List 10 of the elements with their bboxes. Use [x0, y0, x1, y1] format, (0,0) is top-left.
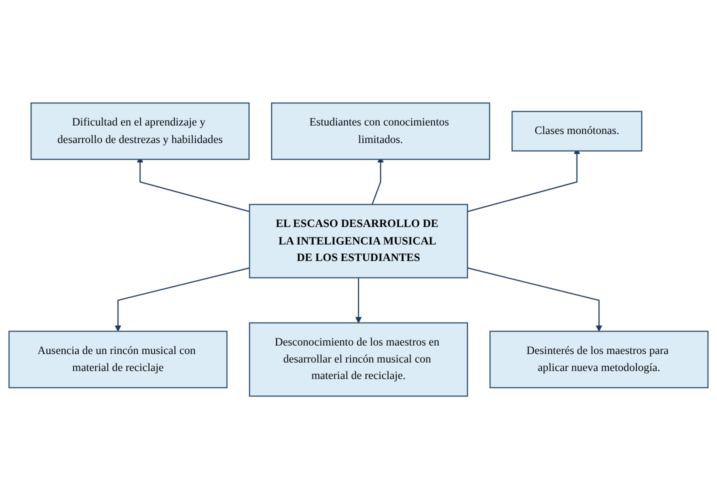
node-box: Desinterés de los maestros para aplicar nueva metodología.	[489, 331, 709, 389]
arrow	[114, 268, 250, 332]
node-box: Desconocimiento de los maestros en desarrollar el rincón musical con material de reciclaje.	[248, 322, 468, 398]
node-box: Estudiantes con conocimientos limitados.	[271, 102, 490, 160]
arrow	[355, 278, 362, 324]
node-box: Ausencia de un rincón musical con material de reciclaje	[8, 331, 228, 389]
node-box: Dificultad en el aprendizaje y desarrollo de destrezas y habilidades	[30, 102, 250, 160]
arrow	[467, 268, 602, 332]
node-box: EL ESCASO DESARROLLO DE LA INTELIGENCIA MUSICAL DE LOS ESTUDIANTES	[248, 204, 468, 279]
node-box: Clases monótonas.	[512, 111, 642, 152]
